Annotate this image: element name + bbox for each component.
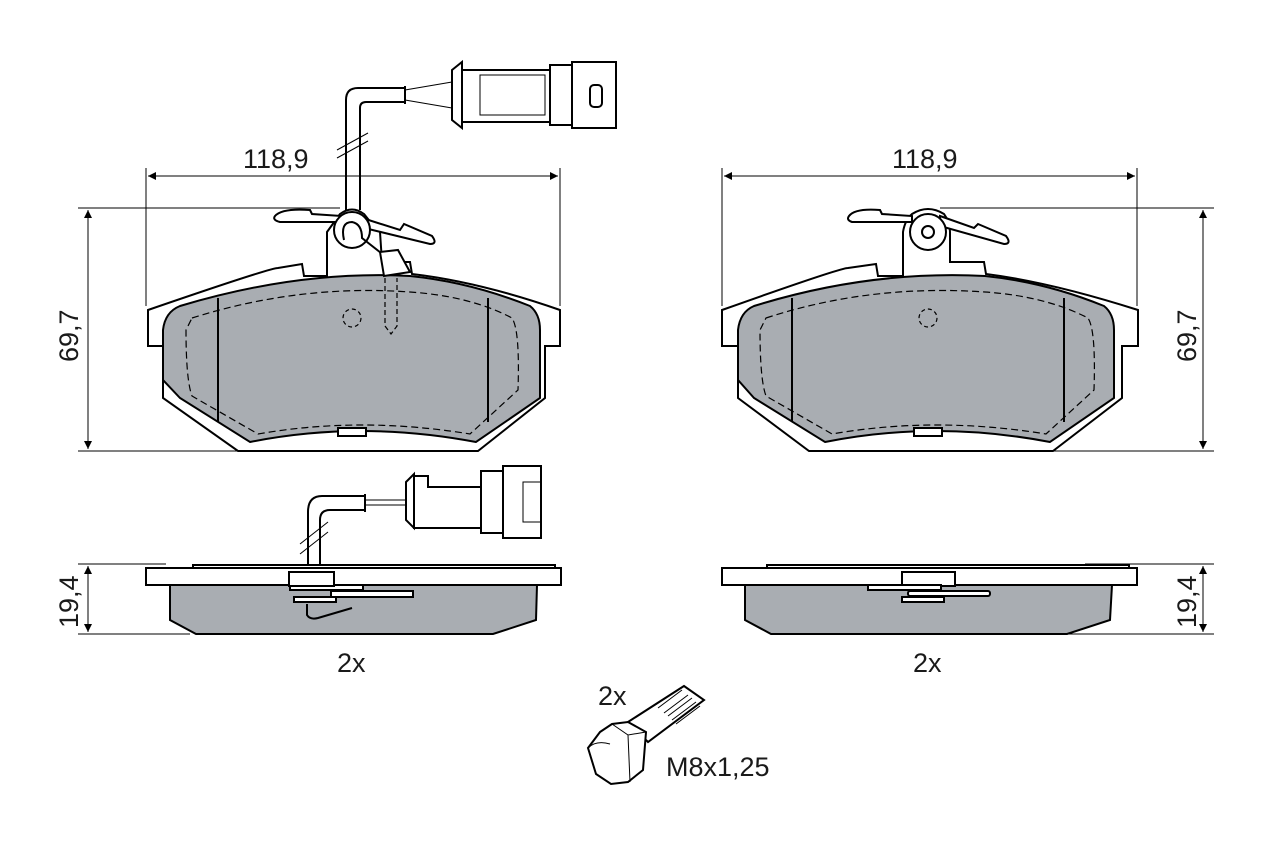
right-pad-front-view: 118,9 69,7 (721, 144, 1214, 452)
right-pad-side-view: 19,4 2x (721, 563, 1214, 678)
right-quantity-label: 2x (913, 648, 942, 678)
bolt-quantity-label: 2x (598, 681, 627, 711)
bolt-icon: 2x M8x1,25 (586, 681, 770, 786)
left-width-label: 118,9 (243, 144, 309, 174)
left-pad-front-view: 118,9 69,7 (54, 59, 617, 452)
friction-material (162, 274, 541, 444)
wear-sensor-cable (336, 59, 617, 210)
right-height-label: 69,7 (1172, 309, 1202, 362)
friction-material (737, 274, 1115, 444)
right-width-label: 118,9 (892, 144, 958, 174)
right-thickness-label: 19,4 (1172, 575, 1202, 628)
left-quantity-label: 2x (337, 648, 366, 678)
left-pad-side-view: 19,4 2x (54, 465, 562, 678)
left-thickness-label: 19,4 (54, 575, 84, 628)
left-height-label: 69,7 (54, 309, 84, 362)
bolt-thread-label: M8x1,25 (666, 752, 770, 782)
